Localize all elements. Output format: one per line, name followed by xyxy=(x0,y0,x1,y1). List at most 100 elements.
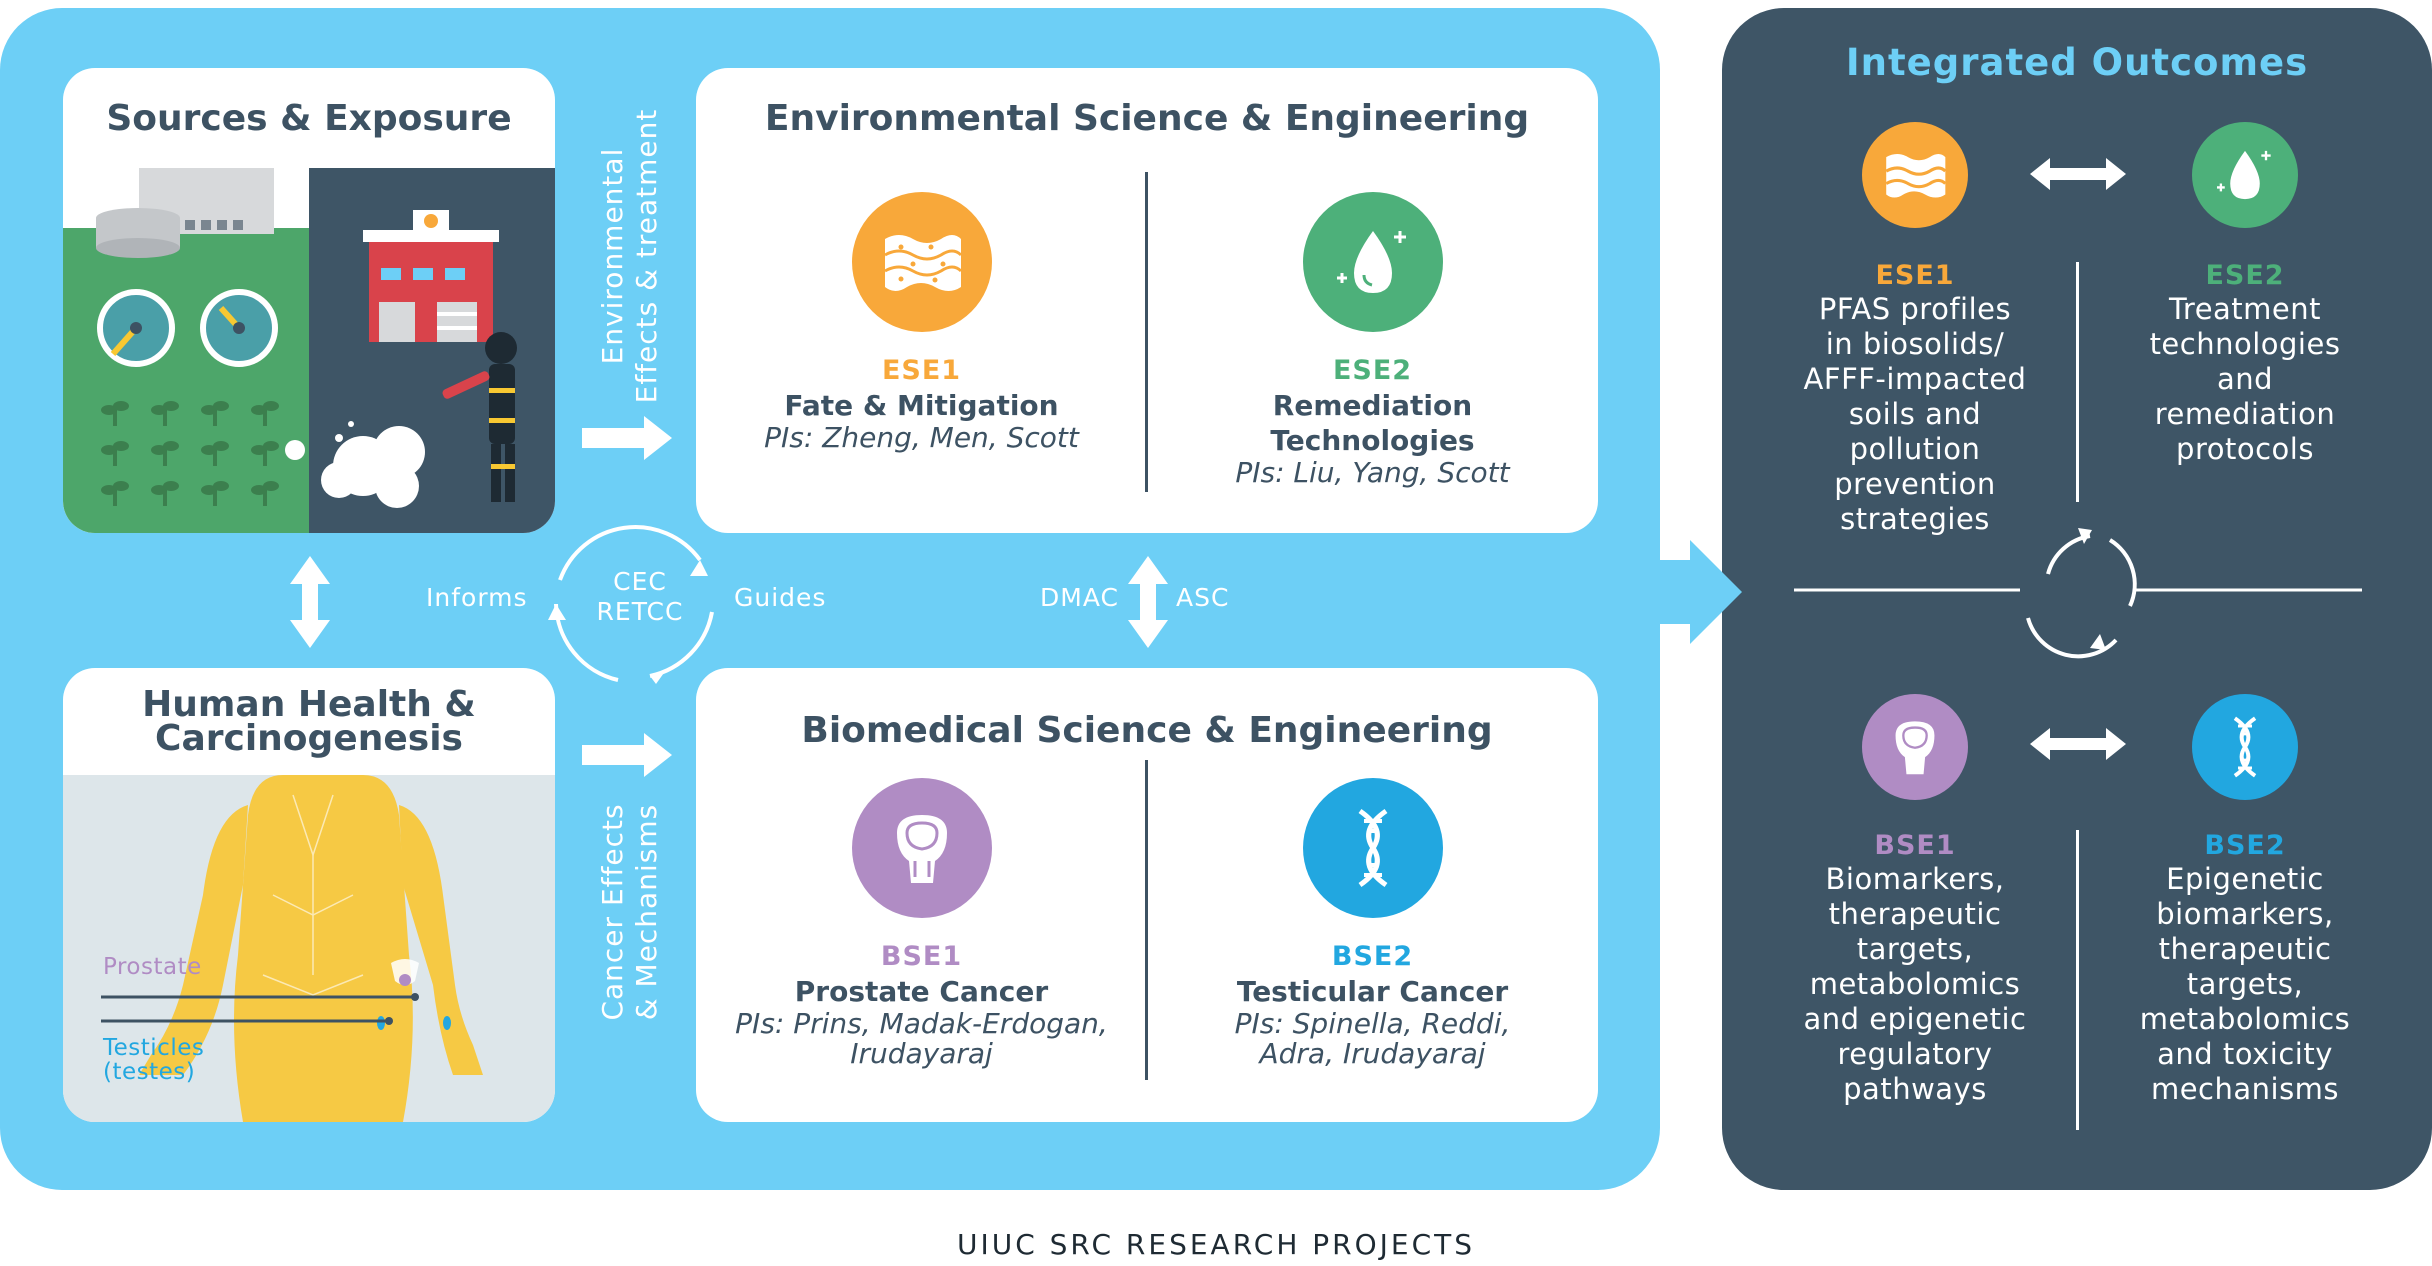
ese1-code: ESE1 xyxy=(881,355,962,386)
double-arrow-bse-outcomes-icon xyxy=(2030,728,2126,760)
ese2-pis: PIs: Liu, Yang, Scott xyxy=(1235,456,1510,489)
footer-caption: UIUC SRC RESEARCH PROJECTS xyxy=(956,1228,1476,1261)
outcome-bse1-code: BSE1 xyxy=(1874,830,1956,861)
outcome-bse1-line: metabolomics xyxy=(1809,967,2021,1001)
asc-label: ASC xyxy=(1176,583,1230,612)
guides-label: Guides xyxy=(734,583,827,612)
cancer-effects-label: Cancer Effects & Mechanisms xyxy=(596,762,676,1062)
bse2-pis-line1: PIs: Spinella, Reddi, xyxy=(1234,1007,1511,1040)
testicles-label-line2: (testes) xyxy=(103,1059,196,1085)
fire-station-icon xyxy=(363,210,499,342)
outcome-bse2-line: mechanisms xyxy=(2150,1072,2340,1106)
outcome-bse1-line: and epigenetic xyxy=(1803,1002,2027,1036)
sources-exposure-card: Sources & Exposure xyxy=(63,68,555,533)
outcome-ese2-line: technologies xyxy=(2149,327,2341,361)
outcome-ese2-code: ESE2 xyxy=(2205,260,2285,291)
outcome-bse2-line: targets, xyxy=(2186,967,2304,1001)
ese1-project: ESE1 Fate & Mitigation PIs: Zheng, Men, … xyxy=(696,192,1147,453)
arrow-right-env-icon xyxy=(582,416,672,460)
outcome-bse2-line: metabolomics xyxy=(2139,1002,2351,1036)
outcome-ese1-code: ESE1 xyxy=(1875,260,1955,291)
outcome-ese1-line: AFFF-impacted xyxy=(1803,362,2027,396)
integrated-outcomes-title: Integrated Outcomes xyxy=(1845,41,2309,84)
prostate-organ-icon xyxy=(391,959,419,986)
outcome-bse2-line: Epigenetic xyxy=(2166,862,2324,896)
env-effects-label: Environmental Effects & treatment xyxy=(596,86,676,426)
outcome-ese2-line: Treatment xyxy=(2168,292,2322,326)
foam-spray-icon xyxy=(285,421,425,508)
bse1-pis-line1: PIs: Prins, Madak-Erdogan, xyxy=(735,1007,1108,1040)
outcome-ese2-line: remediation xyxy=(2154,397,2336,431)
outcome-bse1-line: therapeutic xyxy=(1828,897,2002,931)
outcome-ese2: ESE2 Treatment technologies and remediat… xyxy=(2095,260,2395,467)
outcome-bse2-code: BSE2 xyxy=(2204,830,2286,861)
biomedical-science-card: Biomedical Science & Engineering BSE1 Pr… xyxy=(696,668,1598,1122)
outcome-ese2-line: and xyxy=(2216,362,2274,396)
sources-exposure-title: Sources & Exposure xyxy=(106,98,512,139)
sources-illustration xyxy=(63,168,555,533)
dna-icon xyxy=(1302,778,1443,918)
outcome-water-drop-icon xyxy=(2192,122,2298,228)
gauge-icon xyxy=(97,289,278,367)
outcome-bse2-line: biomarkers, xyxy=(2156,897,2334,931)
outcome-bse2: BSE2 Epigenetic biomarkers, therapeutic … xyxy=(2095,830,2395,1107)
crops-icon xyxy=(101,401,279,506)
bse2-pis-line2: Adra, Irudayaraj xyxy=(1259,1037,1486,1070)
cancer-effects-line2: & Mechanisms xyxy=(630,803,663,1021)
informs-label: Informs xyxy=(426,583,528,612)
outcomes-cycle-icon xyxy=(2026,534,2137,659)
arrow-to-outcomes-icon xyxy=(1655,540,1742,644)
bse1-name: Prostate Cancer xyxy=(794,975,1049,1008)
outcome-ese1-line: strategies xyxy=(1840,502,1990,536)
ese1-name: Fate & Mitigation xyxy=(784,389,1059,422)
outcome-prostate-icon xyxy=(1862,694,1968,800)
water-drop-icon xyxy=(1302,192,1443,332)
human-health-title-line1: Human Health & xyxy=(142,684,476,725)
outcome-ese1-line: prevention xyxy=(1834,467,1996,501)
outcome-bse1: BSE1 Biomarkers, therapeutic targets, me… xyxy=(1765,830,2065,1107)
testicles-label-line1: Testicles xyxy=(103,1035,205,1061)
human-health-card: Human Health & Carcinogenesis Prostate T… xyxy=(63,668,555,1122)
double-arrow-dmac-asc-icon xyxy=(1128,556,1168,648)
outcome-ese2-line: protocols xyxy=(2176,432,2314,466)
env-effects-line1: Environmental xyxy=(596,147,629,365)
outcome-bse2-line: therapeutic xyxy=(2158,932,2332,966)
ese2-code: ESE2 xyxy=(1332,355,1413,386)
outcome-dna-icon xyxy=(2192,694,2298,800)
bse1-pis-line2: Irudayaraj xyxy=(850,1037,993,1070)
bse2-project: BSE2 Testicular Cancer PIs: Spinella, Re… xyxy=(1147,778,1598,1069)
outcomes-divider-bottom xyxy=(2076,830,2079,1130)
env-effects-line2: Effects & treatment xyxy=(630,108,663,404)
outcome-bse1-line: targets, xyxy=(1856,932,1974,966)
outcome-bse1-line: Biomarkers, xyxy=(1825,862,2005,896)
outcomes-divider-top xyxy=(2076,262,2079,502)
arrow-right-bio-icon xyxy=(582,733,672,777)
outcome-bse1-line: pathways xyxy=(1843,1072,1987,1106)
bio-divider xyxy=(1145,760,1148,1080)
bse1-code: BSE1 xyxy=(880,941,963,972)
retcc-label: RETCC xyxy=(596,597,684,626)
outcome-bse1-line: regulatory xyxy=(1837,1037,1993,1071)
double-arrow-ese-outcomes-icon xyxy=(2030,158,2126,190)
firefighter-icon xyxy=(442,332,517,502)
human-health-title-line2: Carcinogenesis xyxy=(155,718,463,759)
prostate-icon xyxy=(851,778,992,918)
ese2-name-line1: Remediation xyxy=(1272,389,1473,422)
cancer-effects-line1: Cancer Effects xyxy=(596,803,629,1021)
outcome-ese1-line: PFAS profiles xyxy=(1818,292,2012,326)
outcome-ese1-line: soils and xyxy=(1848,397,1982,431)
ese2-name-line2: Technologies xyxy=(1270,424,1475,457)
environmental-science-card: Environmental Science & Engineering ESE1… xyxy=(696,68,1598,533)
biomedical-science-title: Biomedical Science & Engineering xyxy=(801,710,1493,751)
dmac-label: DMAC xyxy=(1040,583,1119,612)
prostate-label: Prostate xyxy=(103,954,202,980)
double-arrow-vertical-icon xyxy=(290,556,330,648)
outcome-biosolids-icon xyxy=(1862,122,1968,228)
outcome-ese1-line: in biosolids/ xyxy=(1825,327,2005,361)
outcome-bse2-line: and toxicity xyxy=(2157,1037,2333,1071)
ese2-project: ESE2 Remediation Technologies PIs: Liu, … xyxy=(1147,192,1598,488)
bse2-code: BSE2 xyxy=(1331,941,1414,972)
body-figure-icon xyxy=(63,775,483,1122)
bse1-project: BSE1 Prostate Cancer PIs: Prins, Madak-E… xyxy=(696,778,1147,1069)
